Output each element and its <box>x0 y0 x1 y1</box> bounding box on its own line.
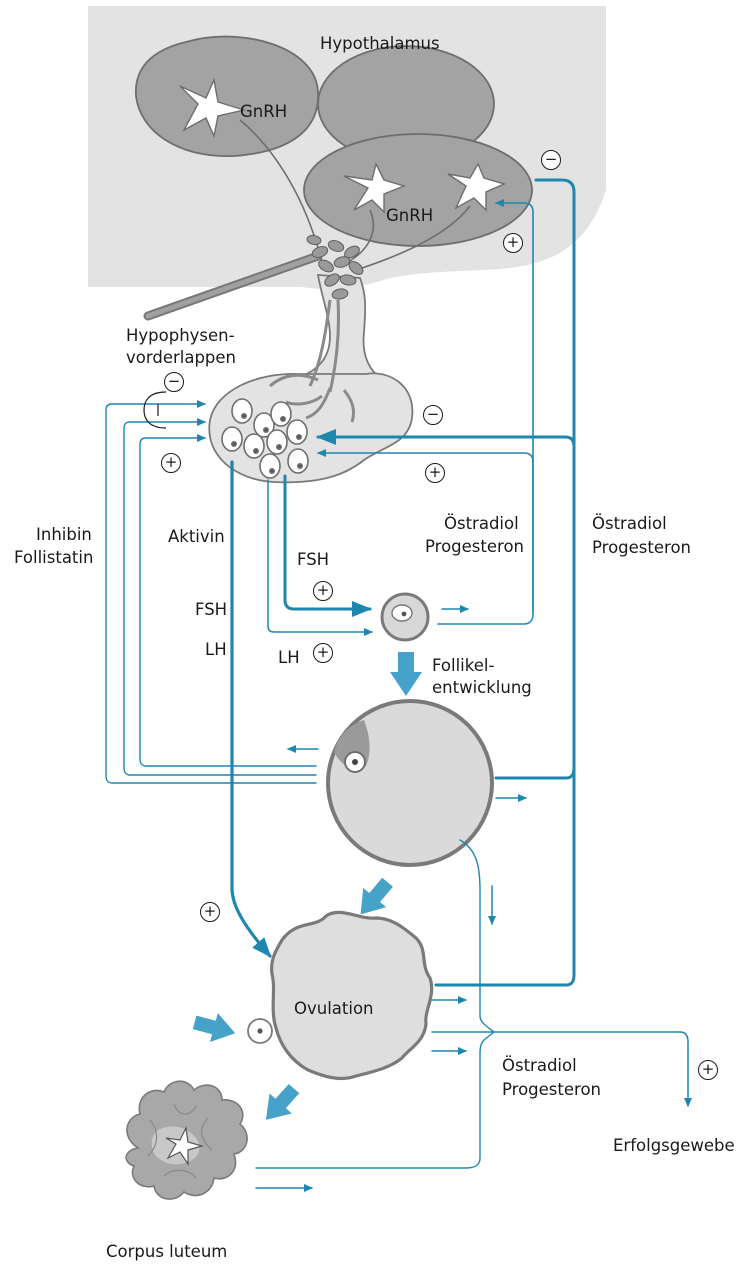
plus-sign: + <box>313 581 333 601</box>
nucleus-gnrh-top <box>136 37 318 157</box>
label-progesteron-mid: Progesteron <box>425 537 524 558</box>
label-progesteron-bottom: Progesteron <box>502 1080 601 1101</box>
label-erfolgsgewebe: Erfolgsgewebe <box>613 1136 735 1157</box>
label-progesteron-right: Progesteron <box>592 538 691 559</box>
minus-sign: − <box>423 405 443 425</box>
plus-sign: + <box>698 1060 718 1080</box>
label-oestradiol-mid: Östradiol <box>444 514 519 535</box>
label-gnrh-main: GnRH <box>386 206 433 227</box>
ovulation-follicle <box>272 912 432 1078</box>
lh-surge-line <box>232 462 270 956</box>
plus-sign: + <box>503 233 523 253</box>
label-vorderlappen: vorderlappen <box>126 348 236 369</box>
aktivin-line <box>140 438 316 766</box>
label-hypothalamus: Hypothalamus <box>320 34 440 55</box>
label-gnrh-top: GnRH <box>240 102 287 123</box>
label-follikel: Follikel- <box>432 656 494 677</box>
plus-sign: + <box>200 902 220 922</box>
plus-sign: + <box>425 463 445 483</box>
label-lh-inner: LH <box>278 648 300 669</box>
minus-sign: − <box>164 372 184 392</box>
label-corpus-luteum: Corpus luteum <box>106 1242 227 1263</box>
label-fsh-left: FSH <box>195 600 227 621</box>
anterior-pituitary <box>209 373 412 482</box>
label-follistatin: Follistatin <box>14 548 93 569</box>
label-ovulation: Ovulation <box>294 999 374 1020</box>
label-entwicklung: entwicklung <box>432 678 532 699</box>
minus-sign: − <box>541 150 561 170</box>
nucleus-gnrh-main <box>304 134 532 246</box>
label-hypophysen: Hypophysen- <box>126 326 235 347</box>
label-fsh-inner: FSH <box>297 550 329 571</box>
plus-sign: + <box>161 453 181 473</box>
plus-sign: + <box>313 643 333 663</box>
label-oestradiol-right: Östradiol <box>592 514 667 535</box>
label-inhibin: Inhibin <box>36 525 92 546</box>
label-oestradiol-bottom: Östradiol <box>502 1056 577 1077</box>
label-lh-left: LH <box>205 640 227 661</box>
label-aktivin: Aktivin <box>168 527 225 548</box>
